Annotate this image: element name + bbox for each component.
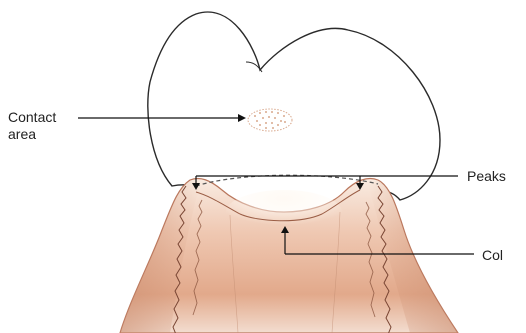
col-label: Col — [482, 247, 503, 264]
peaks-label: Peaks — [467, 168, 506, 185]
contact-area-label-line2: area — [8, 126, 56, 143]
contact-area-label-line1: Contact — [8, 109, 56, 126]
contact-area-label: Contact area — [8, 109, 56, 143]
